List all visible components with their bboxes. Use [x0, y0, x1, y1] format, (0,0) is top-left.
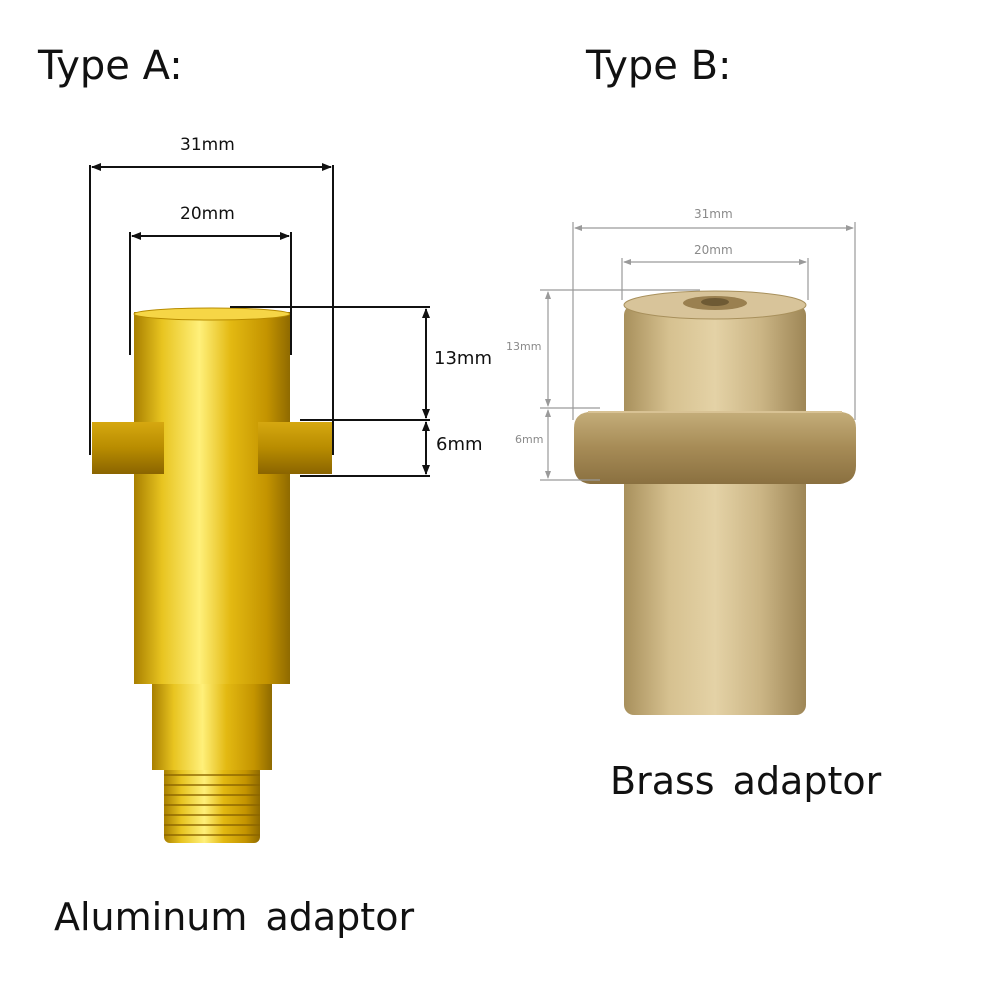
aluminum-dimension-lines [89, 163, 430, 477]
brass-dimension-lines [540, 222, 856, 481]
brass-adaptor-caption: Brass adaptor [610, 759, 882, 803]
aluminum-adaptor-caption: Aluminum adaptor [54, 895, 415, 939]
type-b-title: Type B: [586, 43, 732, 89]
type-a-body-width-label: 20mm [180, 204, 235, 224]
type-a-title: Type A: [38, 43, 183, 89]
type-a-overall-width-label: 31mm [180, 135, 235, 155]
type-b-lug-height-label: 6mm [515, 433, 544, 446]
type-a-top-height-label: 13mm [434, 348, 492, 369]
type-b-overall-width-label: 31mm [694, 207, 733, 221]
aluminum-adaptor [92, 307, 332, 843]
type-a-lug-height-label: 6mm [436, 434, 483, 455]
type-b-body-width-label: 20mm [694, 243, 733, 257]
type-b-top-height-label: 13mm [506, 340, 542, 353]
brass-adaptor [574, 290, 856, 715]
